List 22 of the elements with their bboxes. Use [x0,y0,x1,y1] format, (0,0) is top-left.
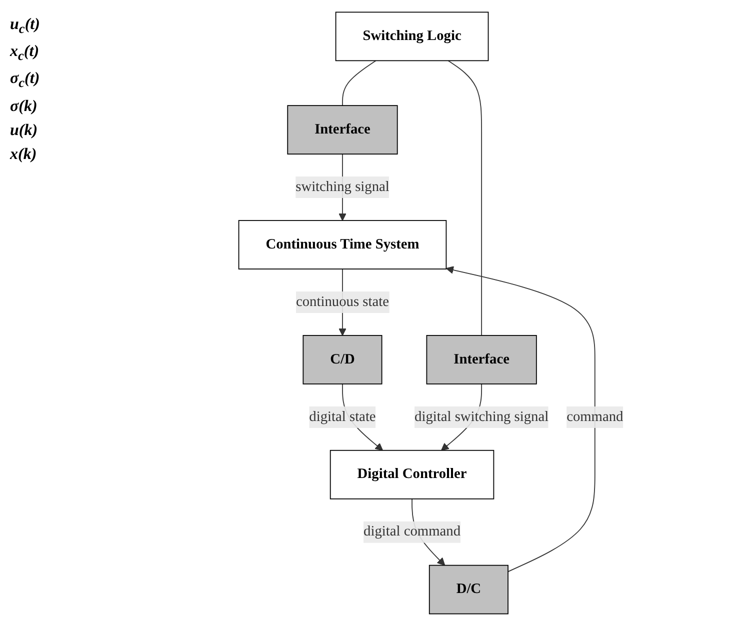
edge-label: digital switching signal [414,409,549,424]
signal-label: u(k) [10,122,39,140]
node-box: Switching Logic [335,12,489,62]
edge-label: switching signal [296,179,390,194]
arrow [446,266,596,572]
edge-label: continuous state [296,294,389,310]
node-box: Digital Controller [330,450,494,500]
edge-label: digital state [309,409,376,424]
edge-label: command [566,409,624,424]
connector [448,60,482,336]
signal-label: σ(k) [10,98,38,116]
node-box: Continuous Time System [238,220,447,270]
signal-label: x$_{c}$(t) [10,43,40,64]
node-box: Interface [426,335,537,384]
signal-label: σ$_{c}$(t) [10,70,41,92]
connector [342,60,376,106]
node-box: D/C [428,564,508,614]
node-box: C/D [302,335,382,384]
signal-label: x(k) [10,146,38,164]
edge-label: digital command [364,524,461,540]
node-box: Interface [287,105,398,154]
signal-label: u$_{c}$(t) [10,16,41,38]
